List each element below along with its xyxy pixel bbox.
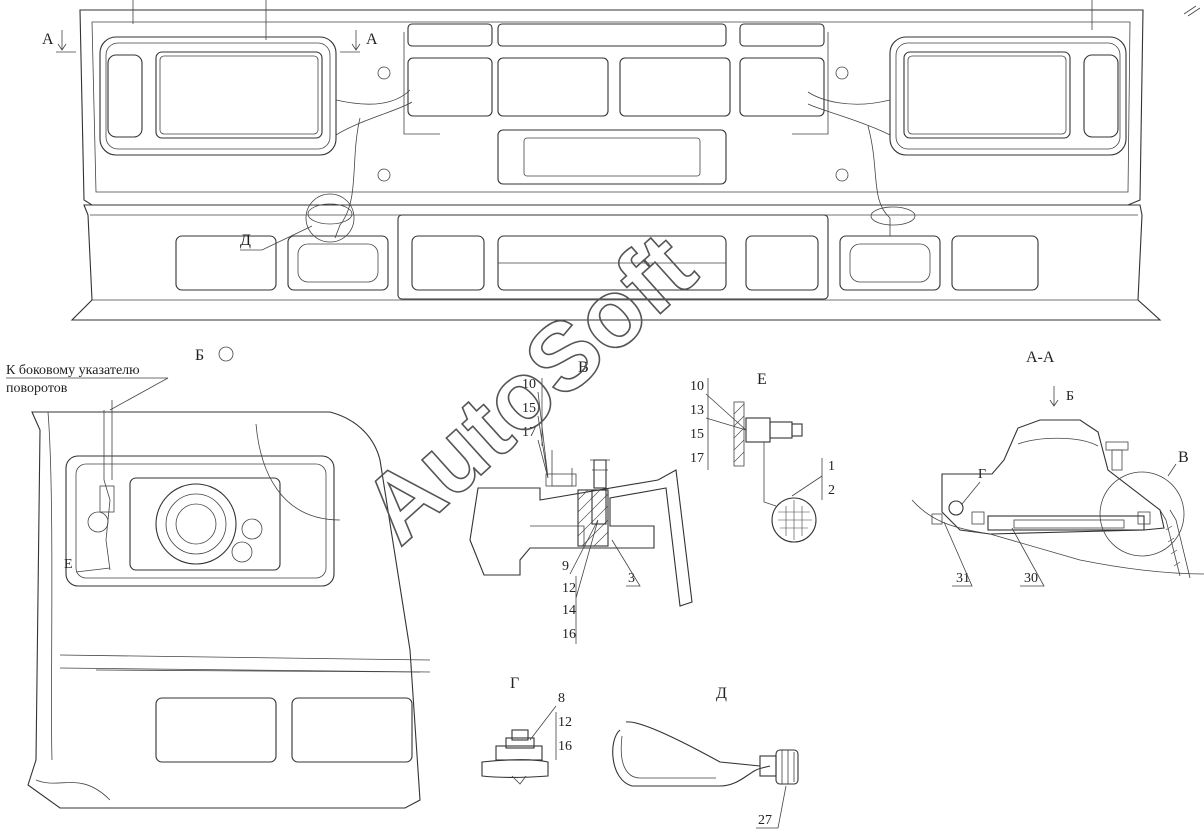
view-b-title: Б [195, 347, 204, 364]
callout-v-17: 17 [522, 425, 536, 440]
callout-aa-31: 31 [956, 571, 970, 586]
callout-v-15: 15 [522, 401, 536, 416]
callout-v-10: 10 [522, 377, 536, 392]
view-g-marker: Г [978, 467, 986, 482]
section-mark-a-right: А [340, 30, 378, 53]
detail-mark-d: Д [240, 225, 313, 251]
view-e: Е 10 13 15 17 1 2 [690, 371, 835, 543]
view-v: В 10 15 17 9 12 14 16 3 [469, 359, 693, 644]
callout-aa-30: 30 [1024, 571, 1038, 586]
view-g-title: Г [510, 675, 519, 692]
callout-v-12: 12 [562, 581, 576, 596]
callout-e-10: 10 [690, 379, 704, 394]
view-g: Г 8 12 16 [481, 675, 572, 785]
callout-v-14: 14 [562, 603, 576, 618]
view-b-arrow-label: Б [1066, 389, 1074, 404]
callout-g-16: 16 [558, 739, 572, 754]
callout-d-27: 27 [758, 813, 772, 828]
callout-e-13: 13 [690, 403, 704, 418]
callout-e-17: 17 [690, 451, 704, 466]
view-d-title: Д [716, 685, 727, 702]
callout-v-3: 3 [628, 571, 635, 586]
callout-e-1: 1 [828, 459, 835, 474]
view-v-circle-label: В [1178, 449, 1189, 466]
section-aa-title: А-А [1026, 349, 1055, 366]
e-marker-small: Е [64, 557, 73, 572]
note-line-2: поворотов [6, 381, 68, 396]
front-panel-view [70, 0, 1162, 321]
hatch-v [577, 489, 609, 547]
section-mark-a-left: А [42, 30, 76, 53]
callout-g-12: 12 [558, 715, 572, 730]
corner-mark [1183, 5, 1201, 17]
section-label-a-right: А [366, 31, 378, 48]
callout-e-15: 15 [690, 427, 704, 442]
callout-g-8: 8 [558, 691, 565, 706]
view-v-title: В [578, 359, 589, 376]
section-aa: А-А Б В Г 31 30 [911, 349, 1204, 587]
note-line-1: К боковому указателю [6, 363, 140, 378]
section-label-a-left: А [42, 31, 54, 48]
detail-label-d: Д [240, 232, 251, 249]
view-e-title: Е [757, 371, 767, 388]
callout-v-16: 16 [562, 627, 576, 642]
view-d: Д 27 [612, 685, 799, 829]
view-b: Б К боковому указателю поворотов Е [6, 346, 431, 809]
callout-v-9: 9 [562, 559, 569, 574]
callout-e-2: 2 [828, 483, 835, 498]
